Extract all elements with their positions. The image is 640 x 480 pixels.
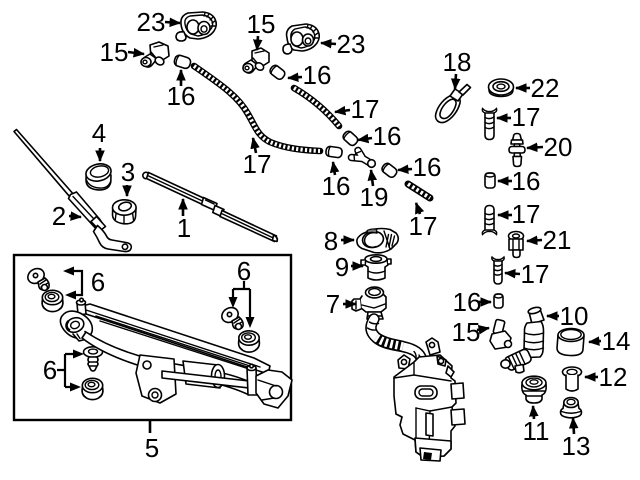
svg-text:23: 23	[137, 7, 166, 37]
svg-text:16: 16	[413, 152, 442, 182]
svg-text:17: 17	[512, 199, 541, 229]
svg-text:17: 17	[243, 149, 272, 179]
svg-text:16: 16	[322, 171, 351, 201]
svg-text:16: 16	[373, 121, 402, 151]
svg-text:6: 6	[237, 256, 251, 286]
svg-text:20: 20	[544, 132, 573, 162]
svg-text:13: 13	[562, 431, 591, 461]
svg-text:21: 21	[543, 225, 572, 255]
svg-text:17: 17	[351, 94, 380, 124]
svg-text:14: 14	[602, 326, 631, 356]
svg-text:12: 12	[599, 362, 628, 392]
svg-text:16: 16	[303, 60, 332, 90]
svg-text:8: 8	[324, 226, 338, 256]
svg-text:7: 7	[326, 289, 340, 319]
svg-text:5: 5	[145, 433, 159, 463]
svg-text:3: 3	[121, 157, 135, 187]
svg-text:6: 6	[43, 355, 57, 385]
svg-text:17: 17	[512, 102, 541, 132]
svg-text:9: 9	[335, 252, 349, 282]
svg-text:4: 4	[92, 118, 106, 148]
svg-text:23: 23	[337, 29, 366, 59]
svg-text:2: 2	[52, 201, 66, 231]
svg-text:15: 15	[452, 317, 481, 347]
svg-text:11: 11	[523, 416, 550, 446]
svg-text:19: 19	[360, 182, 389, 212]
svg-text:6: 6	[91, 267, 105, 297]
svg-text:15: 15	[247, 9, 276, 39]
svg-text:17: 17	[521, 259, 550, 289]
svg-text:22: 22	[531, 73, 560, 103]
svg-text:15: 15	[100, 37, 129, 67]
svg-text:10: 10	[560, 301, 589, 331]
svg-text:16: 16	[453, 287, 482, 317]
svg-text:16: 16	[512, 166, 541, 196]
svg-text:1: 1	[177, 213, 191, 243]
svg-text:17: 17	[409, 211, 438, 241]
svg-text:18: 18	[443, 47, 472, 77]
